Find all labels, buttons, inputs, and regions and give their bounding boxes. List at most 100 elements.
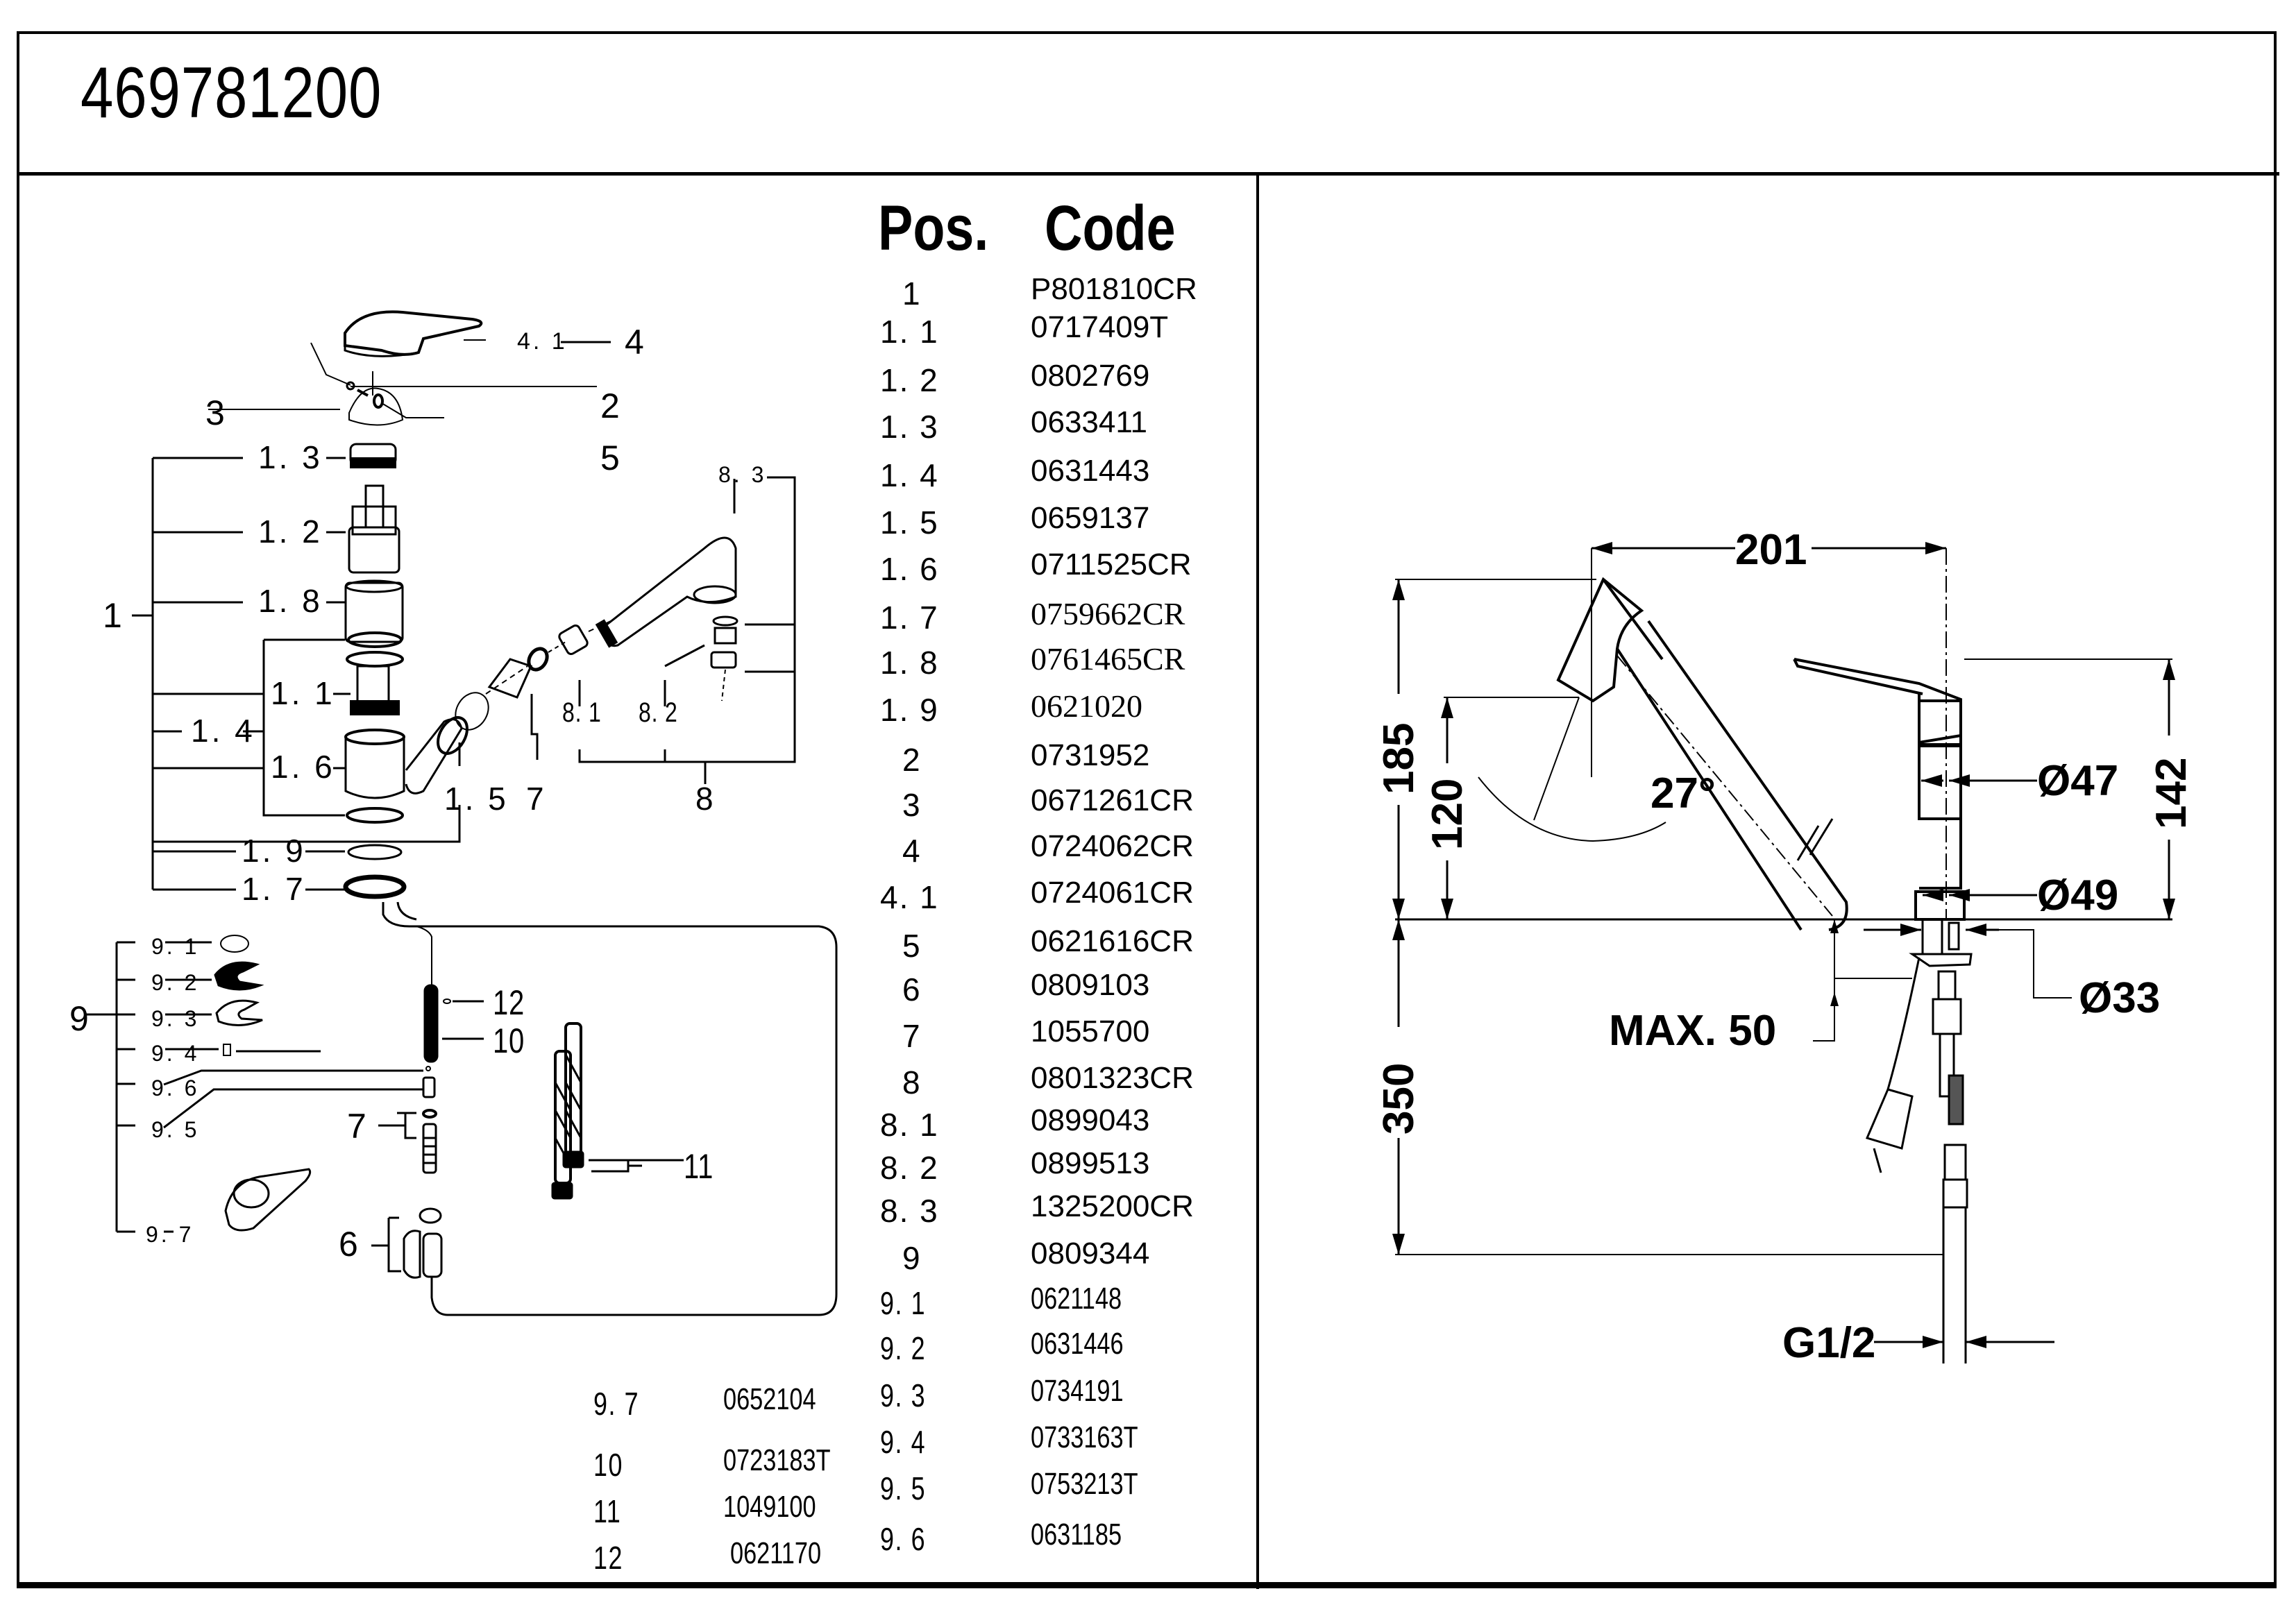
dim-spout-height: 120 <box>1424 778 1471 850</box>
table-row-code: 0621020 <box>1031 688 1142 724</box>
table-row-code: 0652104 <box>723 1382 816 1416</box>
table-row-pos: 9. 6 <box>880 1521 927 1557</box>
table-row-code: 0631443 <box>1031 454 1150 488</box>
callout-9-1: 9. 1 <box>151 934 200 959</box>
table-row-code: 0731952 <box>1031 738 1150 772</box>
table-row-code: 0621616CR <box>1031 924 1194 958</box>
table-row-pos: 1. 2 <box>880 362 939 398</box>
callout-12: 12 <box>493 983 525 1022</box>
callout-1-6: 1. 6 <box>271 749 335 785</box>
table-row-pos: 9. 4 <box>880 1424 927 1460</box>
header-divider <box>17 172 2279 176</box>
table-row-pos: 2 <box>902 742 922 778</box>
dim-swivel-angle: 27° <box>1651 770 1716 817</box>
table-row-code: 0633411 <box>1031 405 1148 439</box>
part-number-title: 469781200 <box>81 53 382 133</box>
table-row-code: 0724061CR <box>1031 876 1194 910</box>
table-row-pos: 9. 7 <box>593 1386 640 1422</box>
table-row-pos: 9. 3 <box>880 1377 927 1413</box>
table-row-code: P801810CR <box>1031 272 1197 306</box>
drawing-frame <box>17 31 2277 1588</box>
table-row-code: 0723183T <box>723 1443 831 1477</box>
callout-1-4: 1. 4 <box>191 713 255 749</box>
callout-9-6: 9. 6 <box>151 1076 200 1101</box>
table-row-code: 0621148 <box>1031 1282 1122 1316</box>
table-row-code: 0733163T <box>1031 1420 1138 1454</box>
table-row-code: 0809344 <box>1031 1237 1150 1271</box>
table-row-pos: 1. 3 <box>880 409 939 445</box>
callout-10: 10 <box>493 1021 525 1060</box>
table-row-code: 0717409T <box>1031 310 1169 344</box>
dim-max-thickness: MAX. 50 <box>1609 1007 1777 1055</box>
table-row-pos: 8 <box>902 1064 922 1101</box>
table-row-code: 0899513 <box>1031 1146 1150 1180</box>
callout-7-lower: 7 <box>347 1107 369 1146</box>
callout-9-4: 9. 4 <box>151 1041 200 1066</box>
table-row-pos: 1. 1 <box>880 314 939 350</box>
table-row-code: 0631446 <box>1031 1327 1124 1361</box>
table-row-pos: 5 <box>902 928 922 964</box>
callout-1-9: 1. 9 <box>242 833 306 869</box>
dim-width: 201 <box>1735 526 1807 574</box>
dim-total-height: 185 <box>1375 722 1423 794</box>
table-row-code: 0659137 <box>1031 501 1150 535</box>
table-row-pos: 1 <box>902 275 922 312</box>
dim-hole-diameter: Ø33 <box>2079 974 2161 1022</box>
table-row-code: 0734191 <box>1031 1374 1124 1408</box>
table-row-pos: 7 <box>902 1018 922 1054</box>
dim-hose-length: 350 <box>1375 1062 1423 1135</box>
table-row-pos: 12 <box>593 1540 624 1576</box>
table-row-code: 0711525CR <box>1031 547 1192 581</box>
table-row-code: 0899043 <box>1031 1103 1150 1137</box>
table-row-code: 1055700 <box>1031 1014 1150 1048</box>
table-row-pos: 6 <box>902 971 922 1008</box>
table-row-pos: 8. 2 <box>880 1150 939 1186</box>
callout-1-1: 1. 1 <box>271 675 335 711</box>
table-row-code: 0802769 <box>1031 359 1150 393</box>
table-row-code: 0631185 <box>1031 1518 1122 1552</box>
table-row-code: 0761465CR <box>1031 641 1185 677</box>
table-row-pos: 9. 5 <box>880 1470 927 1506</box>
table-row-pos: 4 <box>902 833 922 869</box>
table-row-pos: 4. 1 <box>880 879 939 915</box>
callout-5: 5 <box>600 439 623 477</box>
column-header-code: Code <box>1045 193 1176 264</box>
callout-4: 4 <box>625 323 647 362</box>
table-row-pos: 9. 1 <box>880 1285 927 1321</box>
table-row-code: 0759662CR <box>1031 596 1185 631</box>
table-row-pos: 1. 8 <box>880 645 939 681</box>
dim-body-diameter-base: Ø49 <box>2037 872 2119 919</box>
flex-hose-icon <box>551 1022 584 1200</box>
table-row-code: 0753213T <box>1031 1467 1138 1501</box>
callout-9-5: 9. 5 <box>151 1117 200 1142</box>
table-row-code: 0801323CR <box>1031 1061 1194 1095</box>
callout-6: 6 <box>339 1225 361 1264</box>
table-row-pos: 1. 4 <box>880 457 939 493</box>
callout-9: 9 <box>69 999 92 1038</box>
callout-8-3: 8. 3 <box>718 462 767 487</box>
table-row-pos: 8. 3 <box>880 1193 939 1229</box>
callout-2: 2 <box>600 386 623 425</box>
callout-1-2: 1. 2 <box>258 513 323 550</box>
callout-1-3: 1. 3 <box>258 439 323 475</box>
callout-7-upper: 7 <box>526 781 547 817</box>
callout-11: 11 <box>684 1147 714 1186</box>
callout-3: 3 <box>205 393 228 432</box>
dim-body-diameter-top: Ø47 <box>2037 757 2119 805</box>
table-row-pos: 1. 5 <box>880 504 939 541</box>
table-row-code: 0671261CR <box>1031 783 1194 817</box>
callout-8: 8 <box>695 781 716 817</box>
table-row-code: 0621170 <box>730 1536 822 1570</box>
table-row-pos: 1. 6 <box>880 551 939 587</box>
table-row-code: 0809103 <box>1031 968 1150 1002</box>
callout-1: 1 <box>103 596 125 635</box>
table-row-code: 1049100 <box>723 1490 816 1524</box>
dim-thread: G1/2 <box>1782 1319 1876 1367</box>
callout-1-8: 1. 8 <box>258 583 323 619</box>
exploded-view-drawing <box>85 310 838 1316</box>
table-row-code: 1325200CR <box>1031 1189 1194 1223</box>
callout-4-1: 4. 1 <box>517 328 568 355</box>
table-row-code: 0724062CR <box>1031 829 1194 863</box>
callout-1-5: 1. 5 <box>444 781 509 817</box>
callout-9-3: 9. 3 <box>151 1006 200 1031</box>
